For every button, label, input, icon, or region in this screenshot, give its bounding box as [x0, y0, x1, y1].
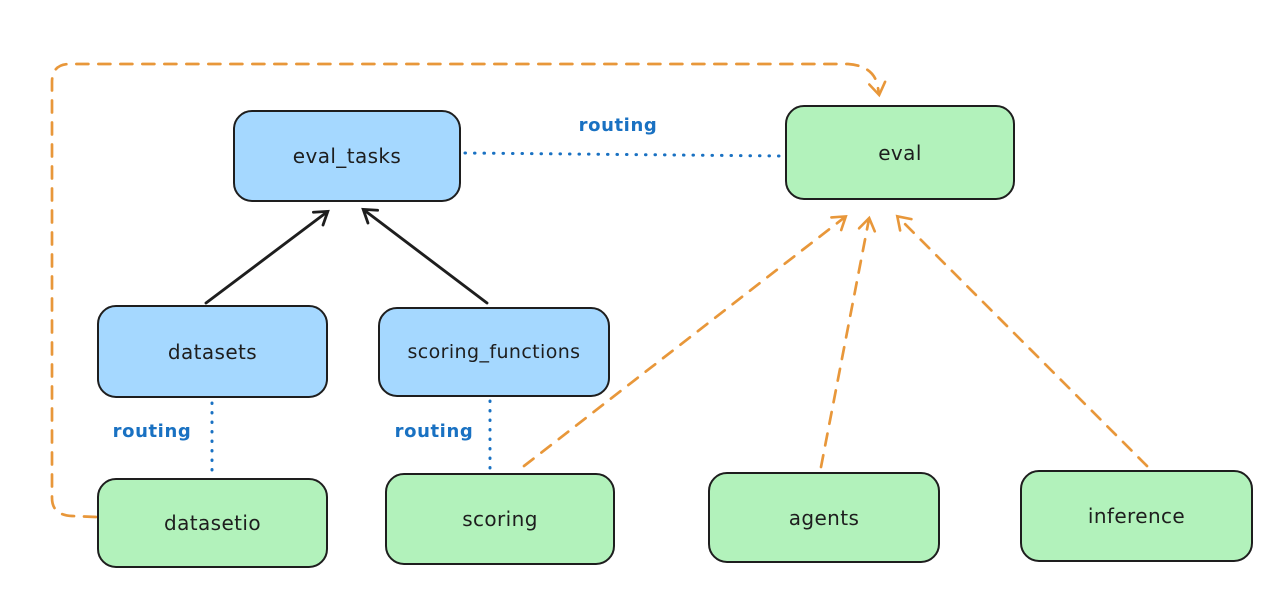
node-eval-label: eval [878, 140, 922, 165]
node-scoring-label: scoring [462, 507, 538, 531]
node-eval-tasks: eval_tasks [233, 110, 461, 202]
routing-label-datasets-datasetio: routing [112, 421, 192, 442]
node-inference: inference [1020, 470, 1253, 562]
node-scoring-functions: scoring_functions [378, 307, 610, 397]
edge-datasets-to-eval_tasks [204, 209, 330, 305]
edge-inference-to-eval [895, 214, 1149, 468]
node-eval: eval [785, 105, 1015, 200]
node-datasets: datasets [97, 305, 328, 398]
node-scoring: scoring [385, 473, 615, 565]
edge-scoring_functions-to-eval_tasks [361, 207, 489, 305]
routing-label-scoring-functions-scoring: routing [394, 421, 474, 442]
node-agents-label: agents [788, 505, 860, 530]
edge-agents-to-eval [819, 215, 877, 469]
node-agents: agents [708, 472, 940, 563]
edge-datasetio-to-eval [50, 62, 887, 519]
node-scoring-functions-label: scoring_functions [407, 341, 581, 363]
node-datasetio-label: datasetio [163, 511, 261, 535]
node-datasets-label: datasets [167, 339, 258, 364]
node-eval-tasks-label: eval_tasks [292, 144, 402, 168]
routing-label-eval-tasks-eval: routing [578, 115, 658, 136]
node-inference-label: inference [1087, 504, 1186, 528]
edge-eval_tasks-to-eval [463, 151, 785, 158]
node-datasetio: datasetio [97, 478, 328, 568]
